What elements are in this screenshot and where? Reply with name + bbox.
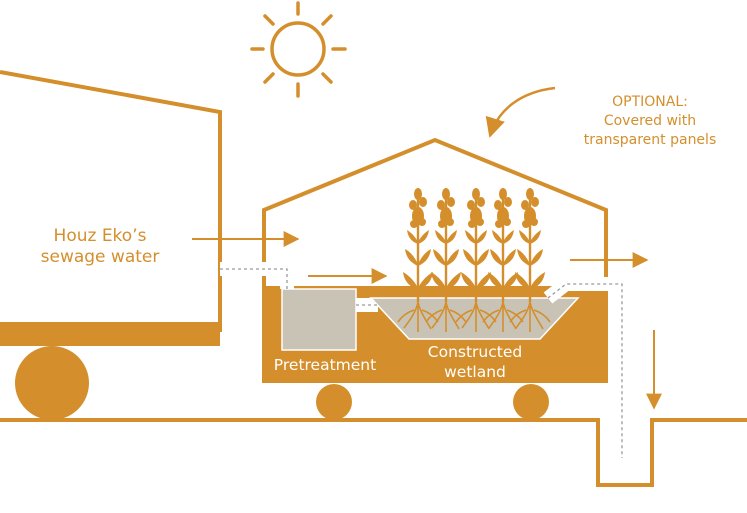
arrow-icon <box>485 86 556 138</box>
building-base <box>0 322 220 346</box>
greenhouse-wheel-left <box>316 384 352 420</box>
source-label-line1: Houz Eko’s <box>54 226 147 246</box>
wetland-label-line1: Constructed <box>428 343 522 361</box>
optional-label-line1: OPTIONAL: <box>612 94 688 110</box>
inlet-pipe <box>220 262 294 289</box>
building-wheel <box>15 346 89 420</box>
pretreatment-label: Pretreatment <box>274 356 376 374</box>
ground-line <box>0 418 747 487</box>
pretreatment-tank <box>281 288 357 351</box>
houz-eko-building <box>0 70 222 332</box>
source-label-line2: sewage water <box>41 247 160 267</box>
greenhouse-wheel-right <box>513 384 549 420</box>
outlet-pipe <box>543 277 629 458</box>
greenhouse-roof <box>262 137 608 288</box>
optional-label-line3: transparent panels <box>584 132 716 148</box>
sun-icon <box>250 1 347 98</box>
optional-label-line2: Covered with <box>604 113 696 129</box>
wetland-tank <box>369 297 580 340</box>
wetland-label-line2: wetland <box>444 363 506 381</box>
